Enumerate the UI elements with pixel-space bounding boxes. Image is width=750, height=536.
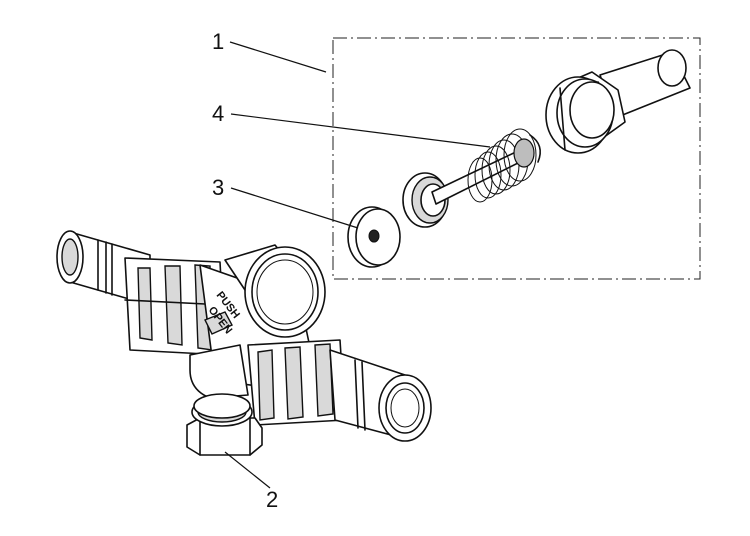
callout-4: 4 [212, 101, 491, 148]
right-union-nut [247, 339, 346, 426]
left-union-nut [124, 257, 226, 356]
callout-1-label: 1 [212, 29, 224, 54]
part-3-disc [347, 206, 401, 268]
callout-3-label: 3 [212, 175, 224, 200]
callout-2-label: 2 [266, 487, 278, 512]
callout-1: 1 [212, 29, 327, 73]
callout-4-label: 4 [212, 101, 224, 126]
bonnet-insert [545, 49, 691, 154]
part-4-spring-piston [402, 128, 541, 228]
part-2-plug [186, 393, 263, 456]
top-port [224, 244, 326, 338]
kit-enclosure-frame [332, 37, 701, 280]
valve-body: PUSH OPEN [56, 230, 432, 442]
right-press-fitting [329, 349, 432, 442]
callout-2: 2 [224, 451, 278, 512]
callout-3: 3 [212, 175, 359, 229]
